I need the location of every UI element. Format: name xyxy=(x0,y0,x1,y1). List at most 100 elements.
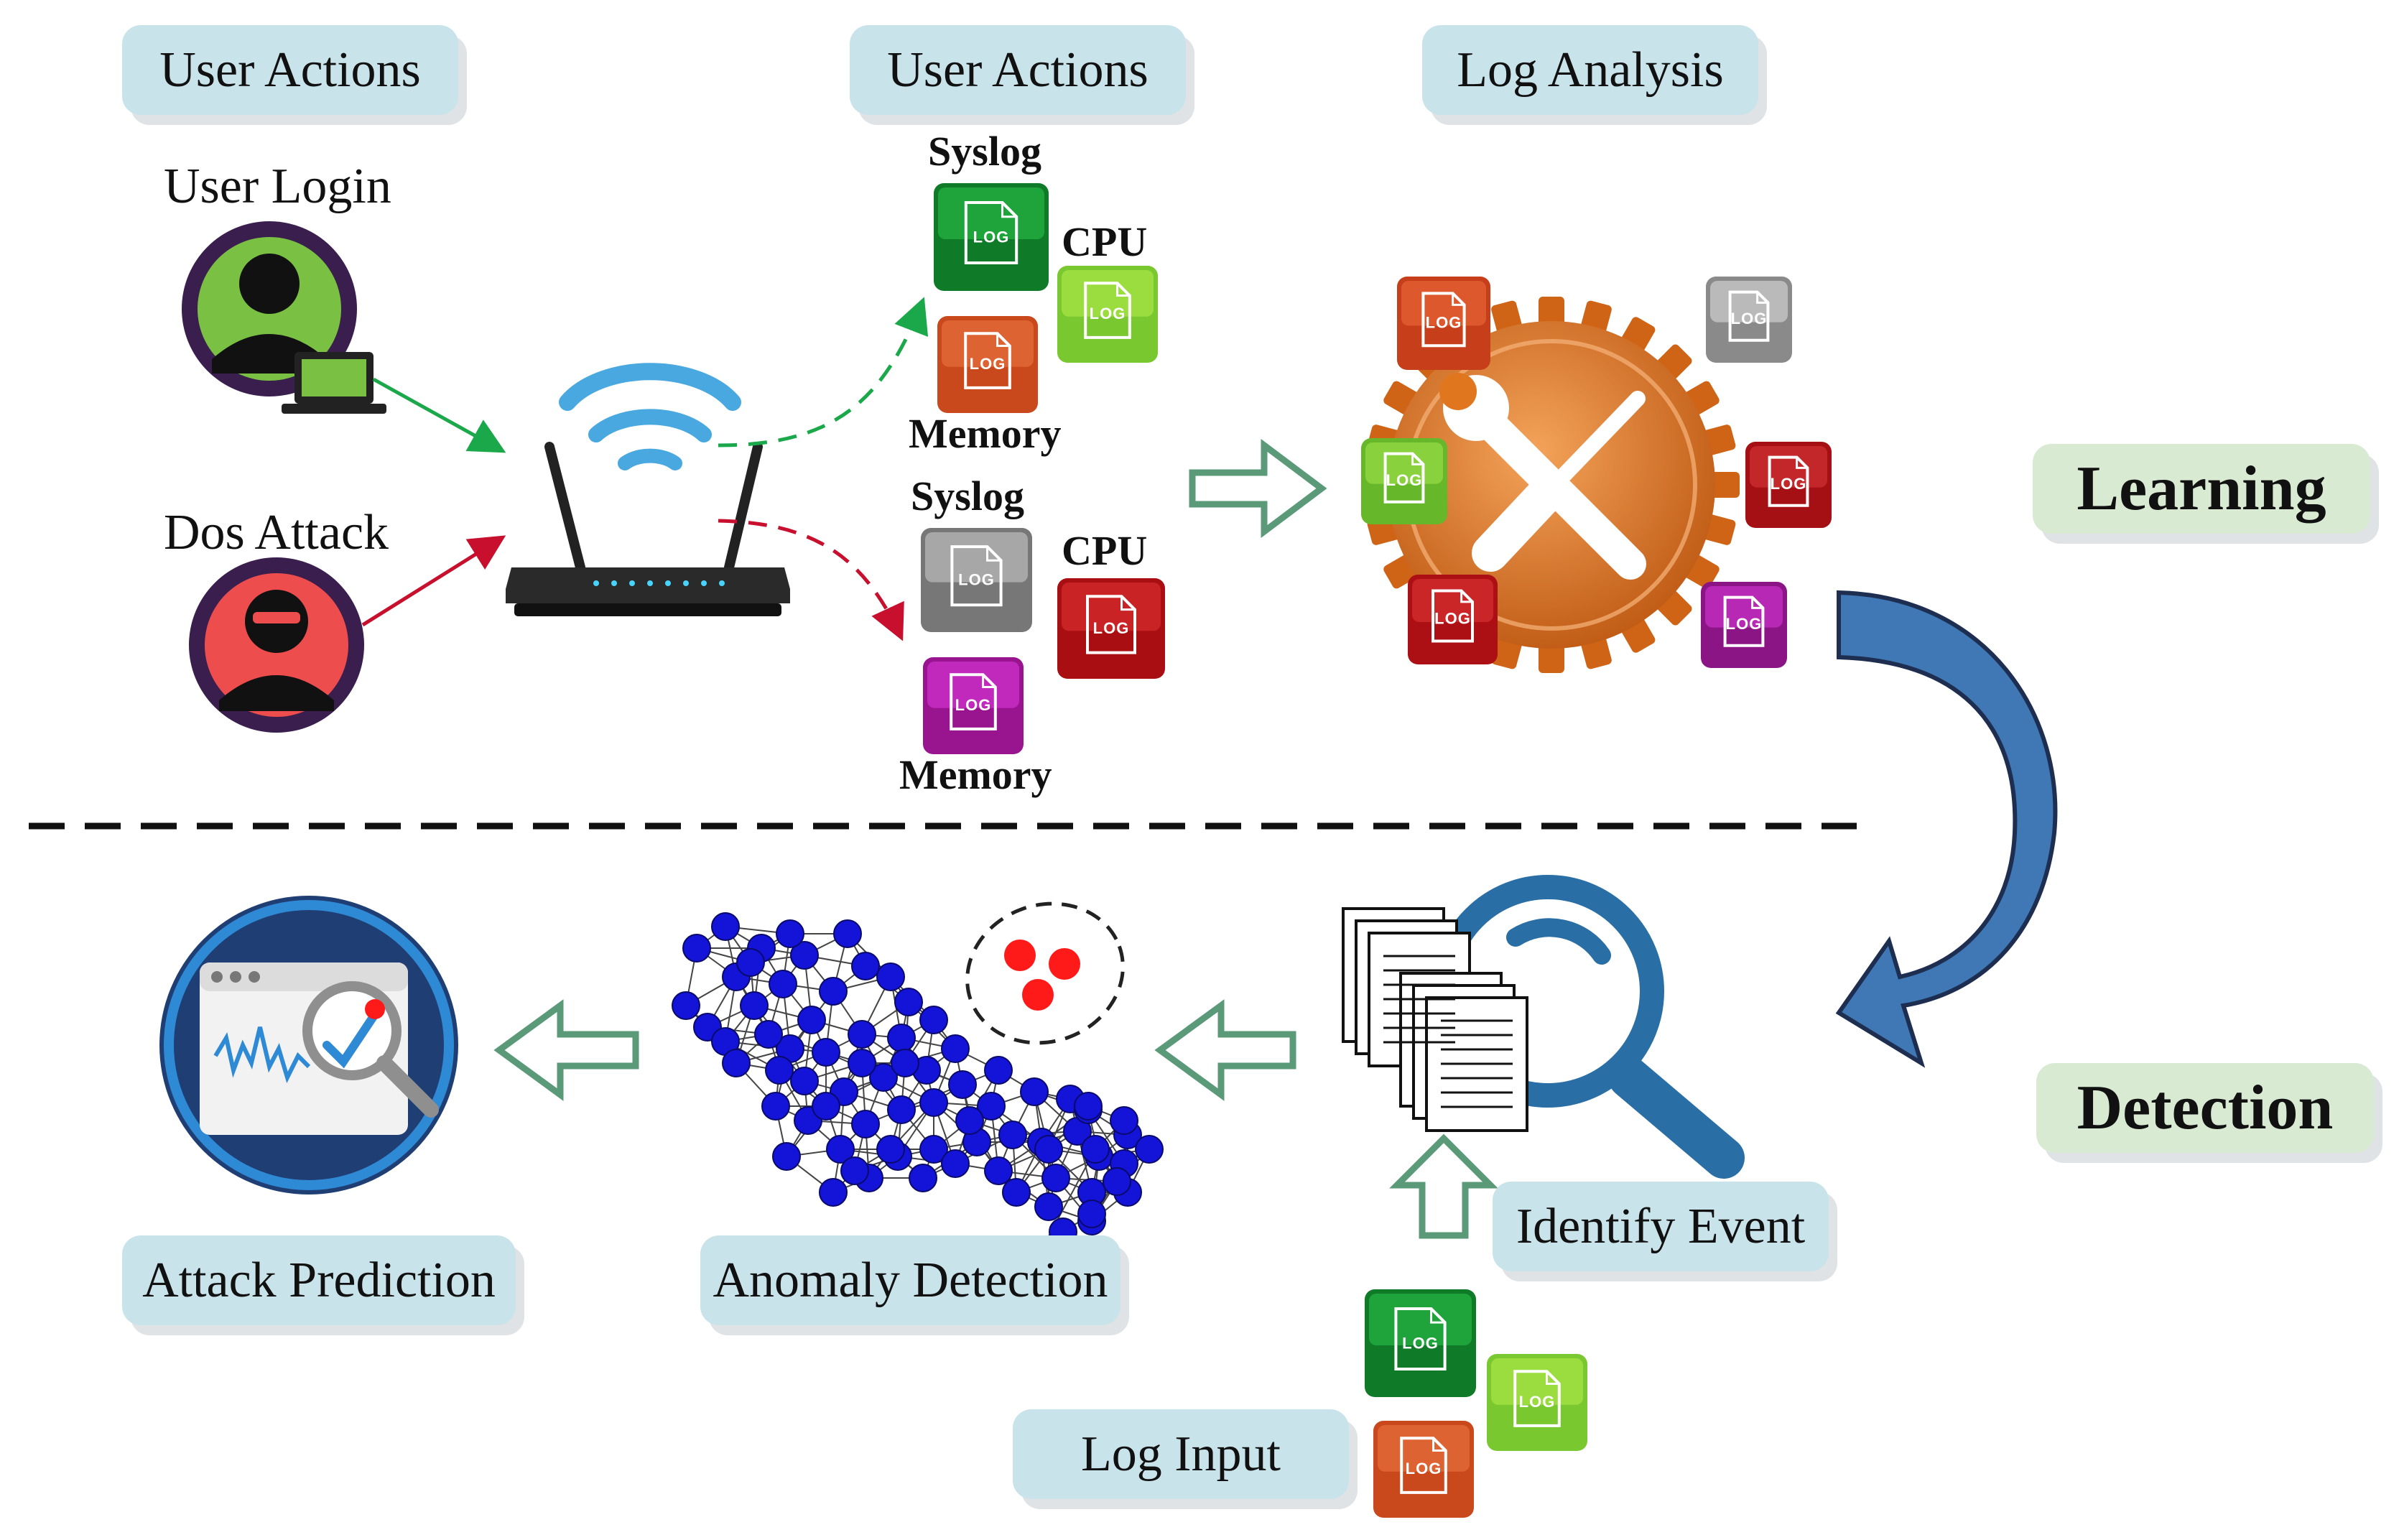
cluster-node xyxy=(1020,1077,1049,1106)
outlier-node xyxy=(1004,940,1036,971)
log-file-icon: LOG xyxy=(937,316,1038,413)
log-icon-label: LOG xyxy=(1426,313,1462,331)
cluster-node xyxy=(894,988,923,1016)
log-icon-label: LOG xyxy=(958,571,995,589)
router-to-attack-logs-arrow xyxy=(718,519,904,641)
log-icon-label: LOG xyxy=(955,696,992,714)
log-file-icon: LOG xyxy=(1397,277,1490,370)
cluster-node xyxy=(833,919,862,948)
cluster-node xyxy=(722,1049,751,1077)
cluster-node xyxy=(1110,1106,1138,1135)
cluster-node xyxy=(1103,1167,1131,1196)
label-log-input: Log Input xyxy=(1013,1409,1349,1499)
cluster-node xyxy=(848,1020,876,1049)
outlier-node xyxy=(1049,948,1080,980)
to-attack-prediction-arrow xyxy=(493,999,639,1101)
caption-normal-memory: Memory xyxy=(909,410,1062,457)
cluster-node xyxy=(736,948,765,977)
label-log-analysis: Log Analysis xyxy=(1422,25,1758,115)
learning-to-detection-arrow xyxy=(1835,590,2058,1068)
cluster-node xyxy=(1074,1092,1103,1121)
cluster-node xyxy=(840,1156,869,1185)
caption-normal-cpu: CPU xyxy=(1062,218,1148,265)
log-input-up-arrow xyxy=(1389,1133,1498,1239)
log-icon-label: LOG xyxy=(1434,610,1471,628)
router-icon xyxy=(506,363,790,616)
cluster-node xyxy=(977,1092,1006,1121)
cluster-node xyxy=(984,1156,1013,1185)
cluster-node xyxy=(941,1034,970,1063)
log-file-icon: LOG xyxy=(1365,1289,1476,1397)
label-detection: Detection xyxy=(2036,1063,2374,1153)
cluster-node xyxy=(919,1135,948,1164)
document-stack-icon xyxy=(1342,907,1528,1132)
cluster-node xyxy=(887,1024,916,1052)
cluster-node xyxy=(819,1178,848,1207)
cluster-node xyxy=(984,1056,1013,1085)
cluster-node xyxy=(819,977,848,1006)
cluster-node xyxy=(682,934,711,962)
log-file-icon: LOG xyxy=(1408,575,1498,664)
cluster-node xyxy=(1135,1135,1164,1164)
caption-attack-syslog: Syslog xyxy=(911,473,1024,519)
cluster-node xyxy=(1034,1192,1063,1221)
cluster-node xyxy=(740,991,769,1020)
cluster-node xyxy=(1041,1164,1070,1192)
cluster-node xyxy=(812,1038,840,1067)
label-user-actions-left: User Actions xyxy=(122,25,458,115)
log-file-icon: LOG xyxy=(1057,266,1158,363)
log-icon-label: LOG xyxy=(1771,475,1807,493)
dos-attack-avatar xyxy=(189,557,364,733)
caption-user-login: User Login xyxy=(164,159,391,214)
cluster-node xyxy=(876,962,905,991)
laptop-icon xyxy=(282,352,386,414)
cluster-node xyxy=(887,1095,916,1124)
log-file-icon: LOG xyxy=(934,183,1049,291)
cluster-node xyxy=(776,919,804,948)
cluster-node xyxy=(790,941,819,970)
cluster-node xyxy=(711,912,740,941)
screwdriver-icon xyxy=(1472,391,1646,572)
caption-attack-cpu: CPU xyxy=(1062,527,1148,574)
cluster-node xyxy=(672,991,700,1020)
cluster-node xyxy=(797,1006,826,1034)
router-to-normal-logs-arrow xyxy=(718,297,929,447)
log-file-icon: LOG xyxy=(1057,578,1165,679)
cluster-node xyxy=(941,1149,970,1178)
log-icon-label: LOG xyxy=(1386,471,1423,489)
cluster-node xyxy=(869,1063,898,1092)
log-icon-label: LOG xyxy=(1090,305,1126,323)
label-user-actions-right: User Actions xyxy=(850,25,1186,115)
cluster-node xyxy=(876,1135,905,1164)
cluster-node xyxy=(891,1049,919,1077)
label-attack-prediction: Attack Prediction xyxy=(122,1235,516,1325)
cluster-node xyxy=(754,1020,783,1049)
label-learning: Learning xyxy=(2033,444,2370,534)
log-file-icon: LOG xyxy=(1361,438,1447,524)
user-login-avatar xyxy=(182,221,386,414)
attack-to-router-arrow xyxy=(361,535,506,627)
log-file-icon: LOG xyxy=(1706,277,1792,363)
log-icon-label: LOG xyxy=(973,228,1010,246)
cluster-node xyxy=(765,1056,794,1085)
cluster-node xyxy=(848,1049,876,1077)
log-file-icon: LOG xyxy=(1487,1354,1587,1451)
cluster-node xyxy=(826,1135,855,1164)
cluster-node xyxy=(790,1067,819,1095)
cluster-node xyxy=(909,1164,937,1192)
log-icon-label: LOG xyxy=(1519,1393,1556,1411)
cluster-node xyxy=(769,970,797,998)
log-file-icon: LOG xyxy=(921,528,1032,632)
label-anomaly-detection: Anomaly Detection xyxy=(700,1235,1120,1325)
cluster-node xyxy=(998,1121,1027,1149)
label-identify-event: Identify Event xyxy=(1493,1182,1829,1271)
to-log-analysis-arrow xyxy=(1189,439,1327,538)
login-to-router-arrow xyxy=(372,377,506,453)
cluster-node xyxy=(919,1088,948,1117)
log-icon-label: LOG xyxy=(1402,1334,1439,1352)
caption-attack-memory: Memory xyxy=(899,751,1052,798)
anomaly-network-graph xyxy=(672,901,1164,1264)
to-anomaly-detection-arrow xyxy=(1154,999,1296,1101)
